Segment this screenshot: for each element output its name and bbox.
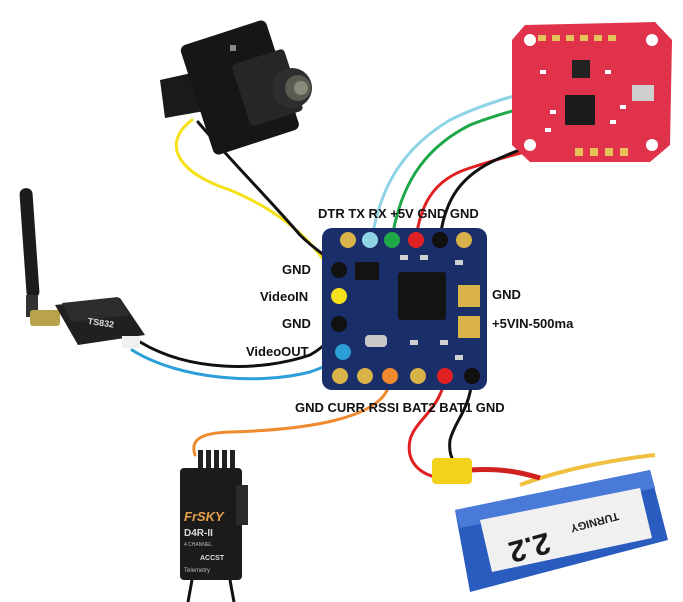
osd-5vin-pad xyxy=(458,316,480,338)
fc-pads xyxy=(538,35,628,156)
battery-ground-wire xyxy=(448,376,474,472)
vtx-connector xyxy=(30,310,60,326)
camera-video-wire xyxy=(175,118,342,297)
fc-sensor-chip xyxy=(572,60,590,78)
receiver-model: D4R-II xyxy=(184,528,213,539)
receiver-channels: 4 CHANNEL xyxy=(184,542,212,548)
fc-components xyxy=(540,70,626,132)
vtx-antenna xyxy=(19,188,40,298)
osd-board xyxy=(322,228,487,390)
receiver-side-connector xyxy=(236,485,248,525)
osd-chip-2 xyxy=(355,262,379,280)
vtx-plug xyxy=(122,336,140,348)
fc-board xyxy=(512,22,672,162)
right-pin-label-gnd: GND xyxy=(492,287,521,302)
osd-top-pins xyxy=(340,232,472,248)
battery-label xyxy=(480,488,652,572)
xt60-connector xyxy=(432,458,472,484)
bottom-pins-label: GND CURR RSSI BAT2 BAT1 GND xyxy=(295,400,505,415)
camera-lens-glass xyxy=(294,81,308,95)
osd-crystal xyxy=(365,335,387,347)
fc-mount-hole-bl xyxy=(524,139,536,151)
fc-mount-hole-tr xyxy=(646,34,658,46)
receiver-antenna-right xyxy=(228,579,236,602)
camera-face xyxy=(232,49,303,127)
receiver-body xyxy=(180,468,242,580)
osd-main-chip xyxy=(398,272,446,320)
vtx-model: TS832 xyxy=(87,316,115,330)
left-pin-label-gnd-2: GND xyxy=(282,316,311,331)
osd-gnd-pad xyxy=(458,285,480,307)
lipo-battery: 2.2 TURNIGY xyxy=(432,453,668,592)
fc-mount-hole-br xyxy=(646,139,658,151)
receiver-telemetry: Telemetry xyxy=(184,568,210,574)
flight-controller xyxy=(512,22,672,162)
osd-left-pins xyxy=(331,262,351,360)
receiver-brand: FrSKY xyxy=(184,509,225,524)
video-transmitter: TS832 xyxy=(19,188,145,348)
vtx-body-top xyxy=(62,297,130,322)
battery-balance-lead xyxy=(519,453,656,487)
camera xyxy=(160,20,312,155)
rssi-wire xyxy=(192,376,392,457)
fc-mcu-chip xyxy=(565,95,595,125)
battery-red-lead xyxy=(469,467,541,481)
receiver-antenna-left xyxy=(186,579,194,602)
osd-small-components xyxy=(400,255,463,360)
camera-screw xyxy=(230,45,236,51)
left-pin-label-videoout: VideoOUT xyxy=(246,344,309,359)
osd-bottom-pins xyxy=(332,368,480,384)
bat1-wire xyxy=(407,376,447,480)
left-pin-label-gnd-1: GND xyxy=(282,262,311,277)
left-pin-label-videoin: VideoIN xyxy=(260,289,309,304)
rc-receiver: FrSKY D4R-II 4 CHANNEL ACCST Telemetry xyxy=(180,450,248,602)
receiver-accst: ACCST xyxy=(200,555,225,562)
top-pins-label: DTR TX RX +5V GND GND xyxy=(318,206,479,221)
right-pin-label-5vin: +5VIN-500ma xyxy=(492,316,574,331)
fc-mount-hole-tl xyxy=(524,34,536,46)
receiver-header-pins xyxy=(198,450,235,472)
fc-usb-port xyxy=(632,85,654,101)
battery-top xyxy=(455,470,655,528)
